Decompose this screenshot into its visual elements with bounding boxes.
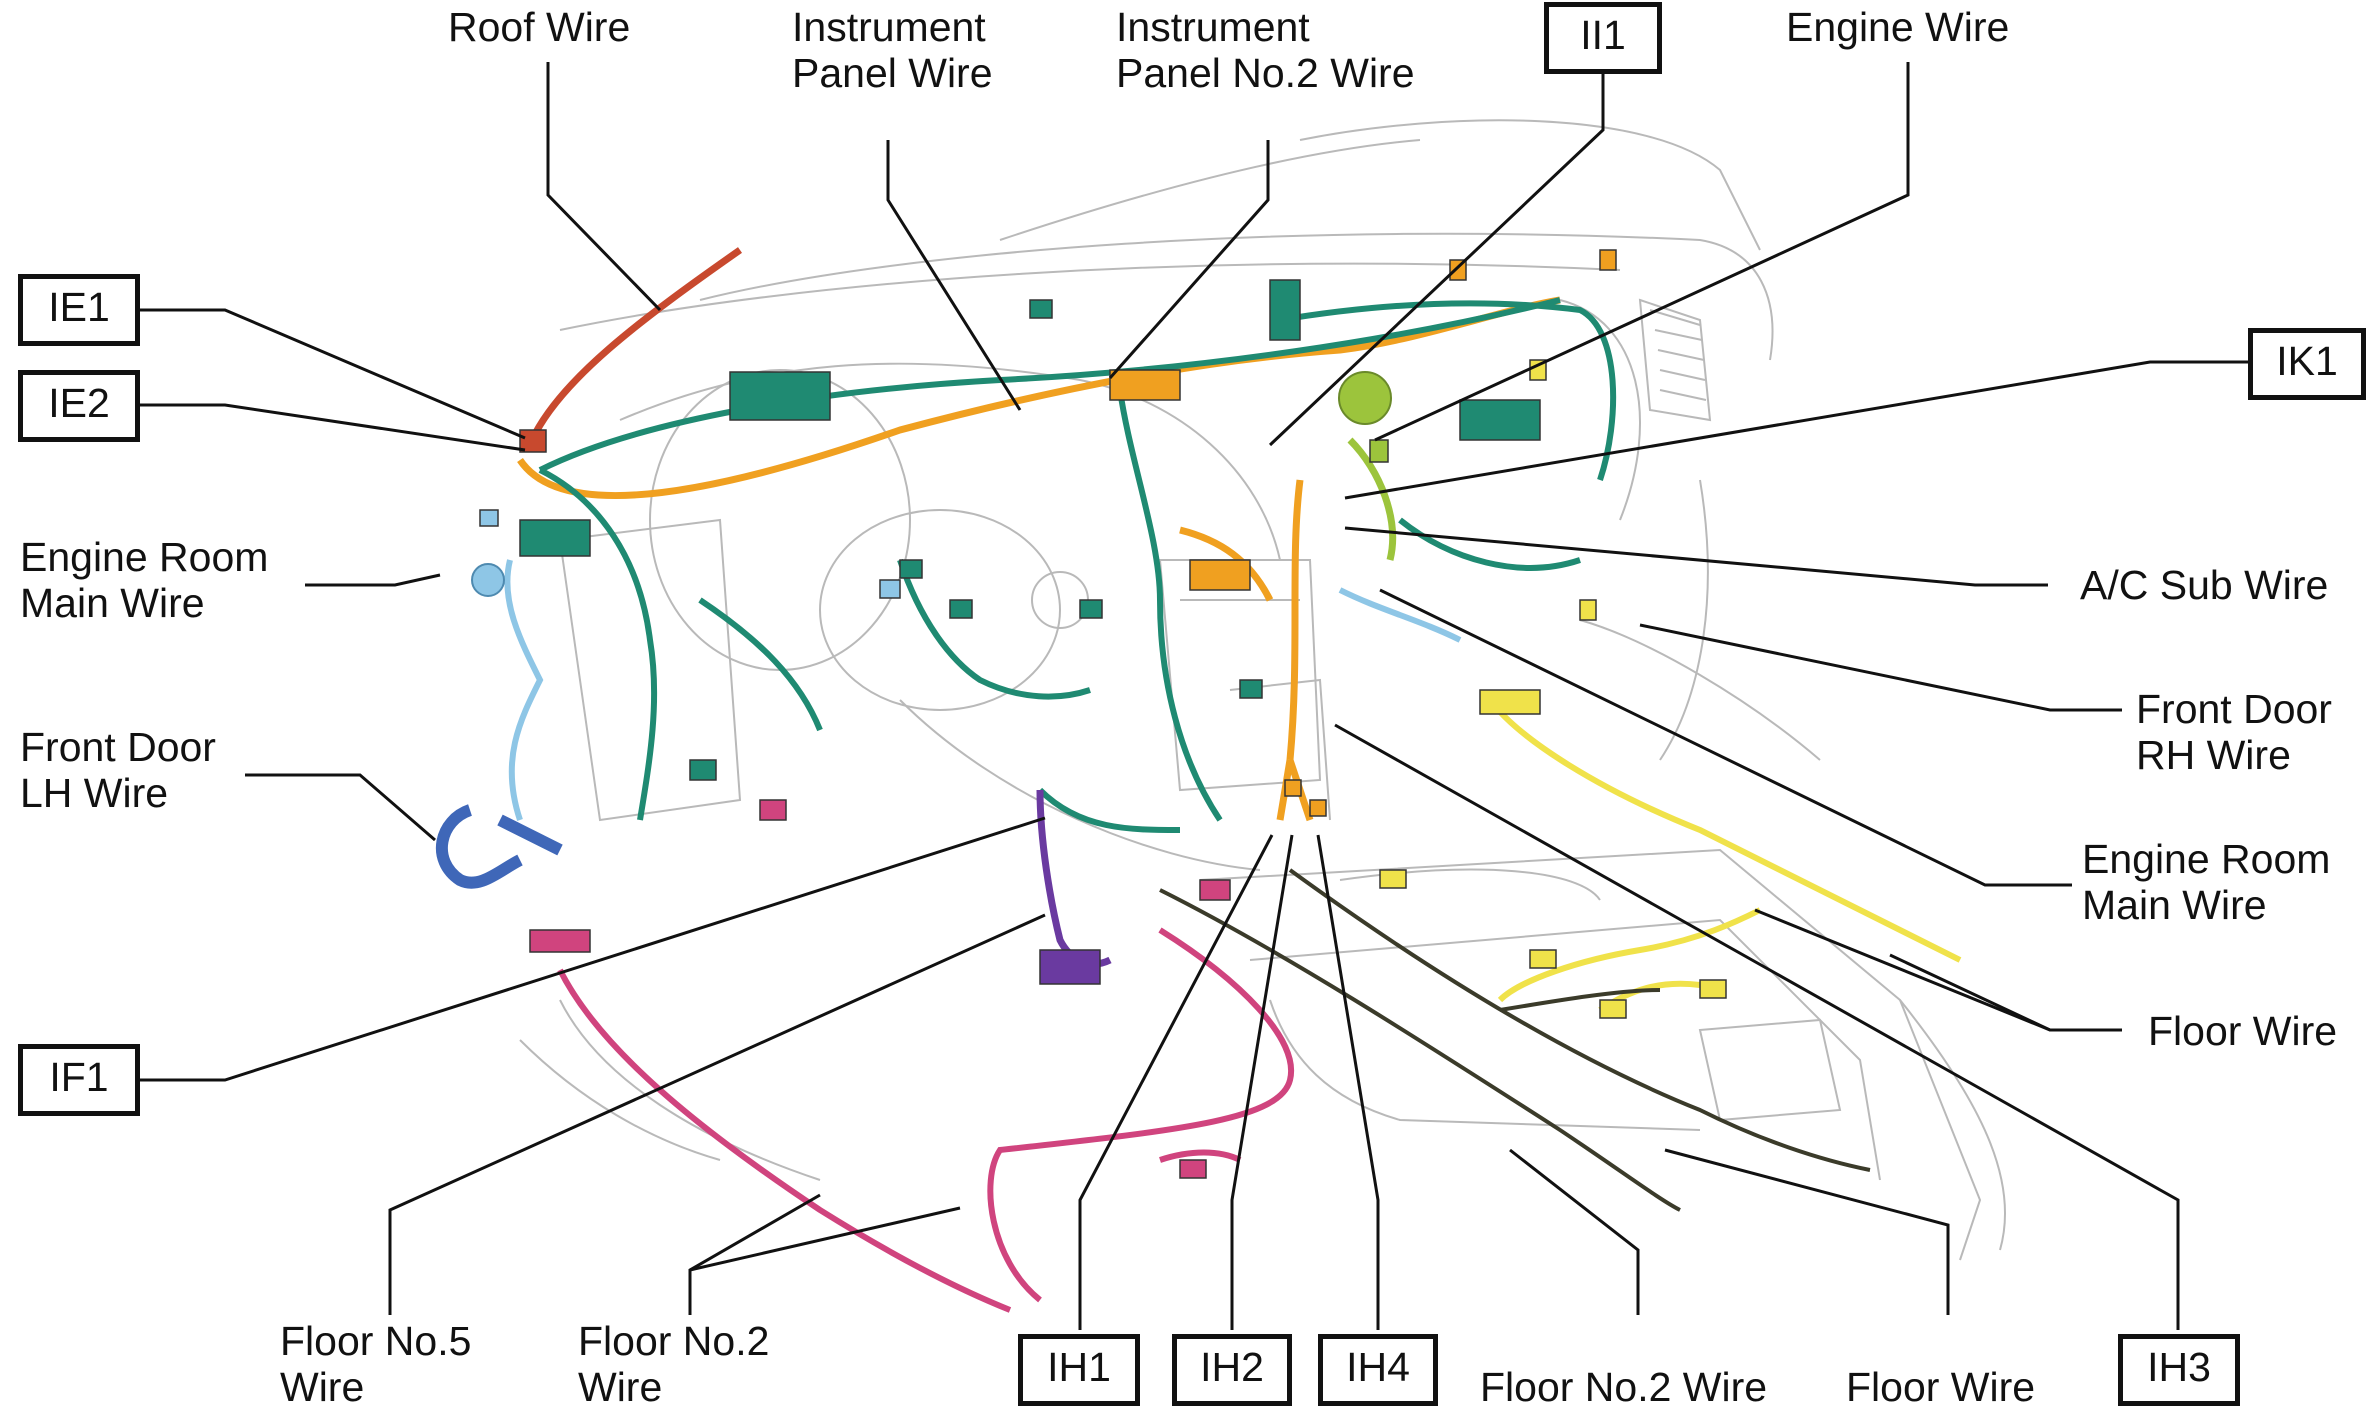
leader-engine-room-main-right xyxy=(1379,588,2072,887)
front-door-lh-wire-harness xyxy=(436,804,563,889)
leader-if1 xyxy=(140,816,1046,1082)
label-ac-sub-wire: A/C Sub Wire xyxy=(2080,562,2329,608)
leader-floor-wire-right-a xyxy=(1889,953,2122,1032)
connector-label-ik1: IK1 xyxy=(2248,328,2366,400)
leader-ih3 xyxy=(1334,723,2180,1330)
leader-ii1 xyxy=(1268,72,1605,447)
leader-front-door-lh xyxy=(245,773,436,842)
label-instrument-panel-wire: Instrument Panel Wire xyxy=(792,4,993,96)
leader-ie1 xyxy=(138,308,526,440)
floor-wire-dark-harness xyxy=(1159,868,1871,1212)
label-floor-wire-bottom: Floor Wire xyxy=(1846,1364,2036,1410)
connector-label-ih3: IH3 xyxy=(2118,1334,2240,1406)
connector-label-ie2: IE2 xyxy=(18,370,140,442)
leader-instrument-panel-no2-wire xyxy=(1108,140,1270,379)
leader-engine-room-main-left xyxy=(305,573,441,587)
leader-engine-wire xyxy=(1374,62,1910,442)
connector-label-ih1: IH1 xyxy=(1018,1334,1140,1406)
leader-ih1 xyxy=(1078,834,1274,1330)
connector-label-ie1: IE1 xyxy=(18,274,140,346)
leader-floor-no2-bottom xyxy=(1509,1148,1640,1315)
label-front-door-rh-wire: Front Door RH Wire xyxy=(2136,686,2332,778)
leader-ac-sub-wire xyxy=(1344,526,2048,587)
connector-label-ih4: IH4 xyxy=(1318,1334,1438,1406)
label-floor-no5-wire: Floor No.5 Wire xyxy=(280,1318,472,1410)
leader-floor-wire-bottom xyxy=(1664,1148,1950,1315)
leader-ik1 xyxy=(1344,360,2250,500)
label-floor-no2-wire-bottom: Floor No.2 Wire xyxy=(1480,1364,1768,1410)
leader-instrument-panel-wire xyxy=(886,140,1022,411)
roof-wire-harness xyxy=(528,247,743,442)
connector-blocks xyxy=(479,249,1727,1179)
leader-ie2 xyxy=(138,403,526,452)
floor-no2-wire-harness xyxy=(557,927,1295,1313)
leader-lines xyxy=(138,62,2250,1330)
connector-label-ih2: IH2 xyxy=(1172,1334,1292,1406)
leader-floor-no2-left-b xyxy=(689,1206,961,1272)
leader-ih2 xyxy=(1230,834,1294,1330)
engine-room-main-wire-harness xyxy=(471,559,1462,821)
connector-label-ii1: II1 xyxy=(1544,2,1662,74)
leader-floor-no5 xyxy=(388,913,1046,1315)
connector-label-if1: IF1 xyxy=(18,1044,140,1116)
leader-ih4 xyxy=(1316,834,1380,1330)
leader-roof-wire xyxy=(546,62,662,312)
label-floor-wire-right: Floor Wire xyxy=(2148,1008,2338,1054)
label-roof-wire: Roof Wire xyxy=(448,4,631,50)
leader-floor-wire-right-b xyxy=(1754,908,2051,1032)
label-instrument-panel-no2-wire: Instrument Panel No.2 Wire xyxy=(1116,4,1415,96)
engine-wire-harness xyxy=(1338,371,1397,561)
label-engine-room-main-wire-left: Engine Room Main Wire xyxy=(20,534,269,626)
label-engine-wire: Engine Wire xyxy=(1786,4,2010,50)
label-floor-no2-wire-left: Floor No.2 Wire xyxy=(578,1318,770,1410)
leader-front-door-rh xyxy=(1639,623,2122,712)
label-front-door-lh-wire: Front Door LH Wire xyxy=(20,724,216,816)
label-engine-room-main-wire-right: Engine Room Main Wire xyxy=(2082,836,2331,928)
